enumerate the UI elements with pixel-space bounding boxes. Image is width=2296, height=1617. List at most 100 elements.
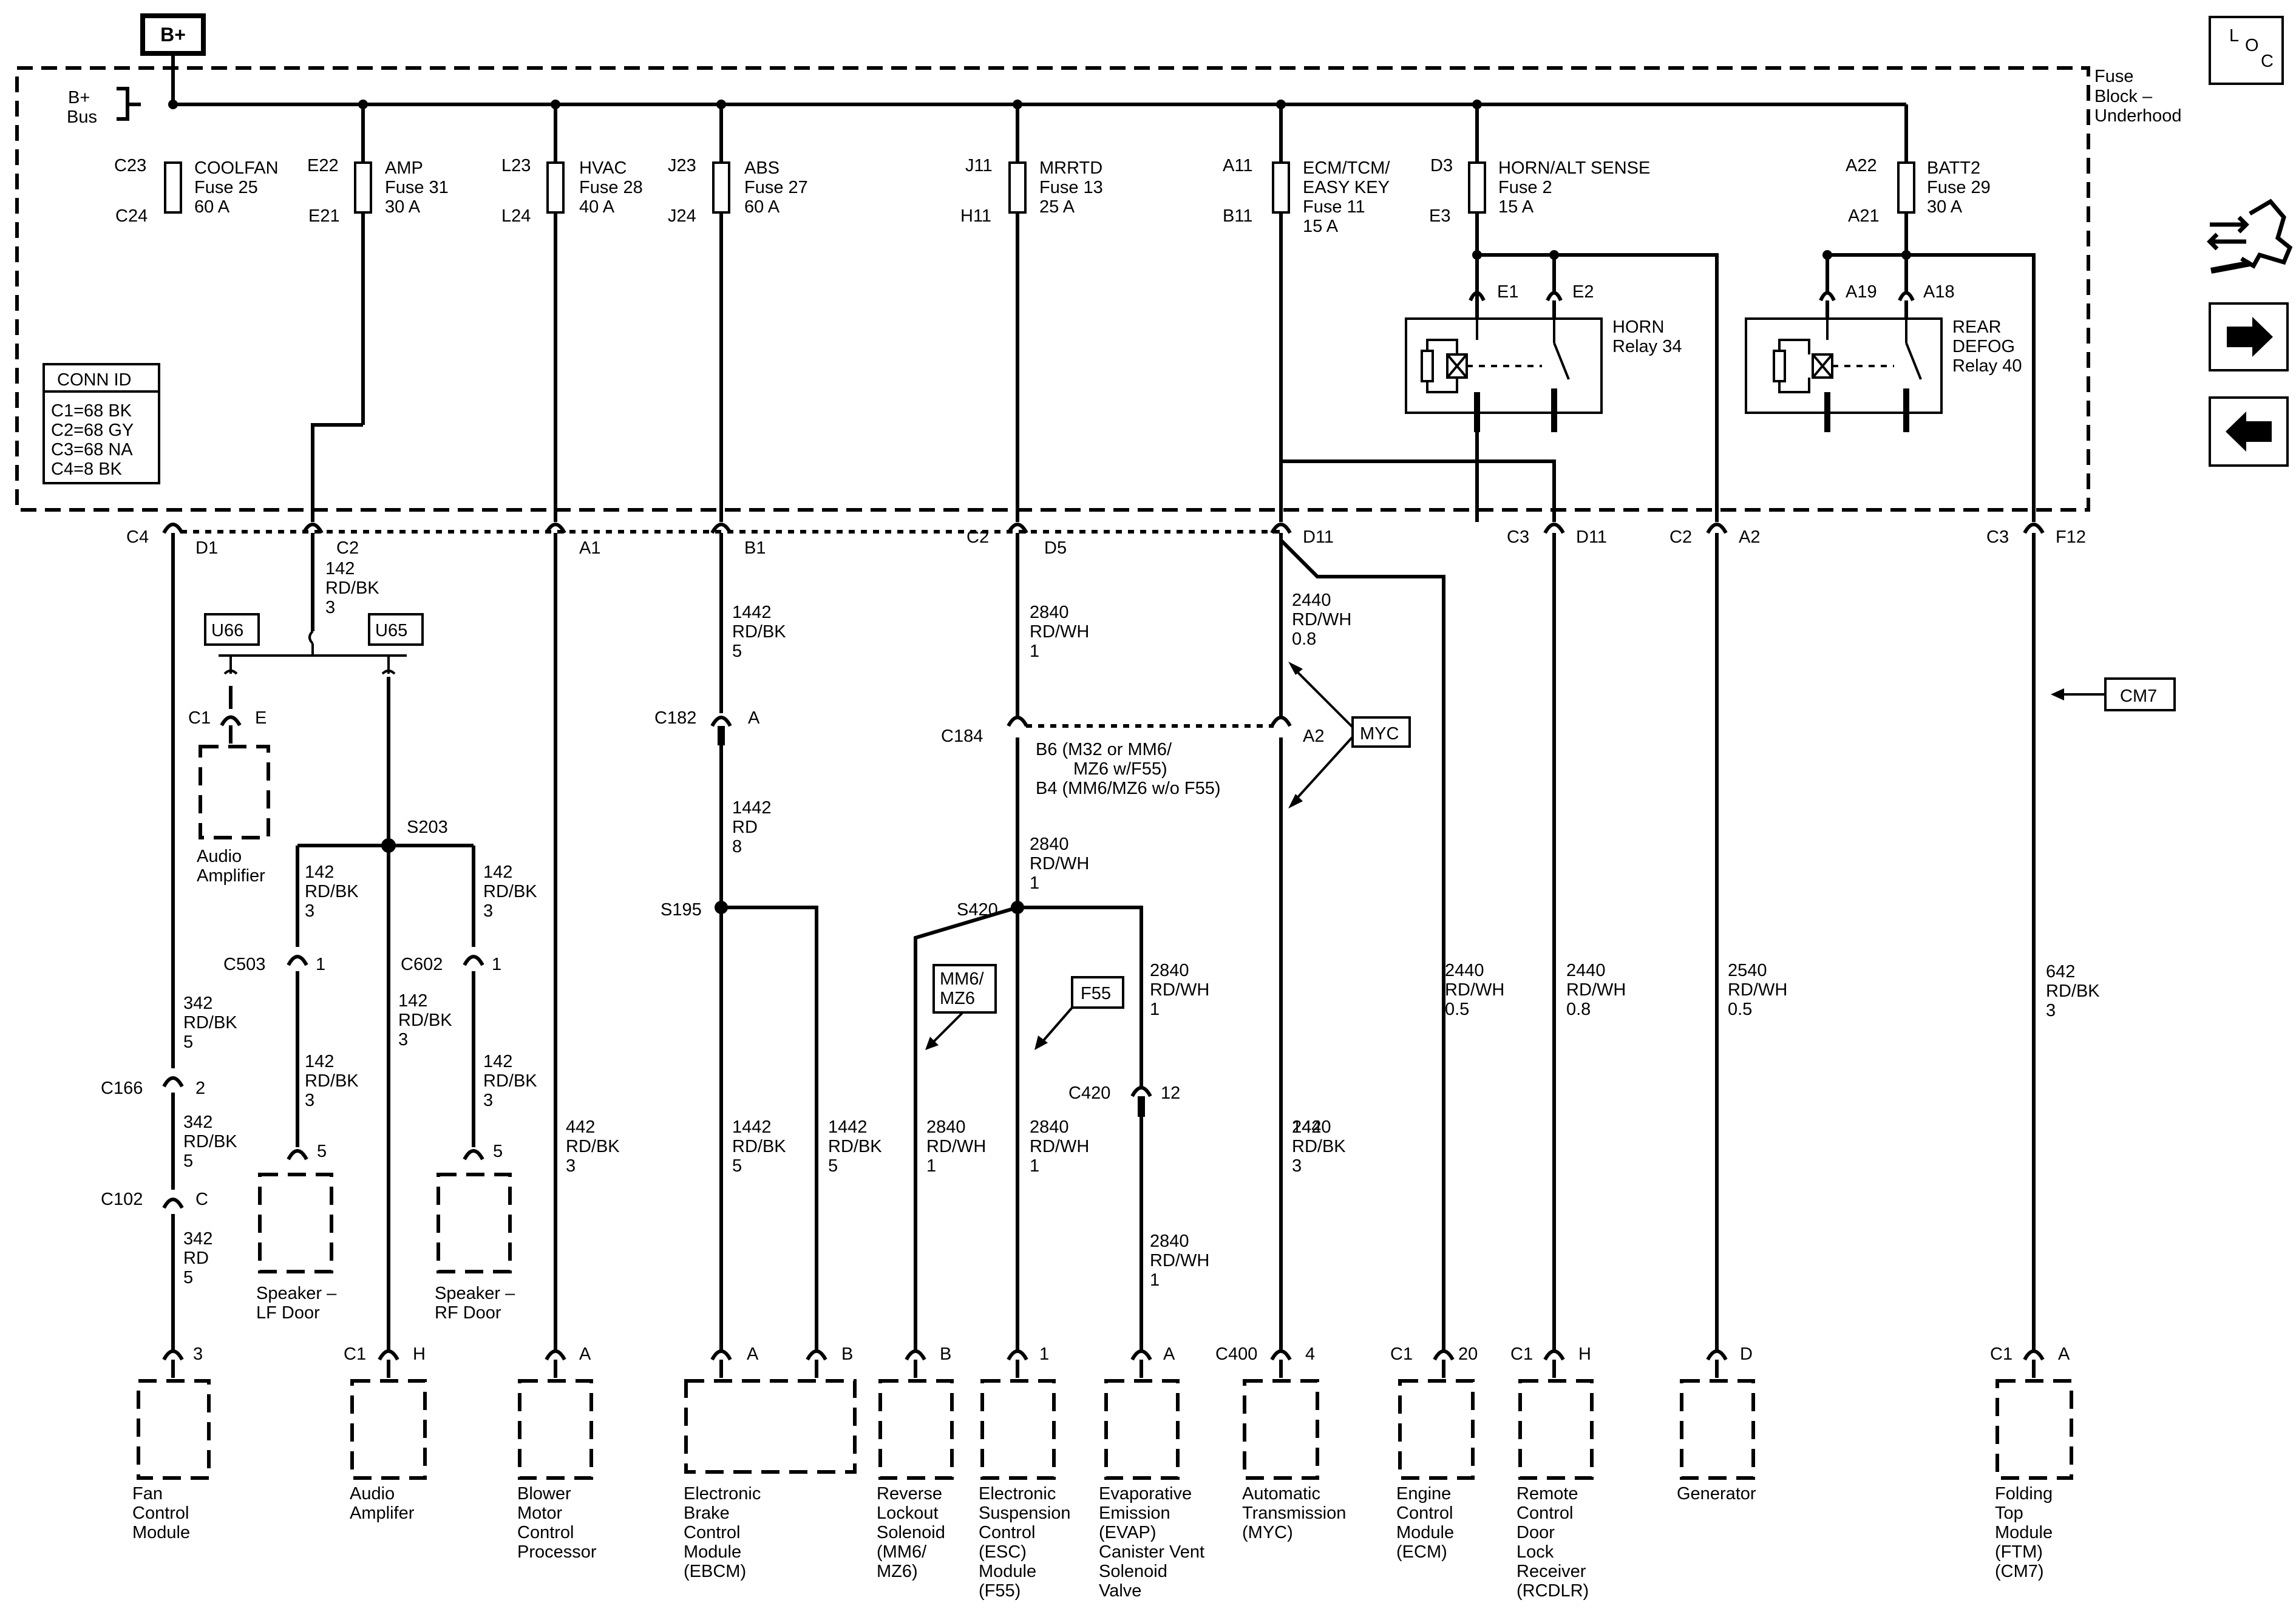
bus-label-1: B+ [68,88,90,107]
conn-d11-ecm: D11 [1303,527,1334,547]
svg-text:(FTM): (FTM) [1995,1542,2043,1562]
svg-text:RD/WH: RD/WH [1030,622,1089,642]
c420-connector [1130,1086,1152,1097]
arrow-left-icon[interactable] [2209,396,2289,467]
c602-pin: 1 [492,955,501,974]
option-myc-label: MYC [1360,724,1399,744]
conn-d11-horn: D11 [1576,527,1607,547]
fuse-ecm-l3: Fuse 11 [1303,197,1365,217]
ebcm-module [684,1379,857,1474]
svg-text:B: B [940,1344,951,1364]
fuse-ecm-bottom: B11 [1223,206,1252,226]
svg-text:Control: Control [979,1523,1036,1542]
fuse-coolfan-bottom: C24 [115,206,148,226]
svg-text:Fan: Fan [132,1484,163,1503]
svg-text:8: 8 [732,837,742,856]
svg-text:642: 642 [2046,962,2075,981]
fuse-batt2-l2: Fuse 29 [1927,178,1991,197]
svg-text:Transmission: Transmission [1242,1503,1346,1523]
speaker-connectors [287,955,484,1161]
fuse-mrrtd-l2: Fuse 13 [1039,178,1103,197]
svg-text:Solenoid: Solenoid [1099,1562,1167,1581]
option-cm7-label: CM7 [2120,686,2157,706]
fuse-block-outline [15,66,2090,512]
svg-text:2840: 2840 [1150,1232,1189,1251]
svg-text:C1: C1 [344,1344,366,1364]
fuse-abs-l1: ABS [744,158,779,178]
svg-text:142: 142 [305,1052,334,1071]
c184-pin-a2: A2 [1303,727,1324,746]
fuse-abs-top: J23 [668,156,696,175]
svg-text:A: A [747,1344,759,1364]
fuse-amp-l1: AMP [385,158,423,178]
svg-text:RD: RD [732,818,758,837]
svg-text:(F55): (F55) [979,1581,1021,1601]
svg-text:2840: 2840 [1150,961,1189,980]
c182-pin: A [748,708,760,728]
fuse-abs-bottom: J24 [668,206,696,226]
fuse-amp-top: E22 [307,156,339,175]
svg-text:RD/BK: RD/BK [183,1013,237,1032]
arrow-right-icon[interactable] [2209,302,2289,371]
svg-text:D: D [1740,1344,1753,1364]
svg-text:(EBCM): (EBCM) [684,1562,746,1581]
svg-text:2440: 2440 [1292,591,1331,610]
c166-pin: 2 [195,1079,205,1098]
svg-text:Module: Module [979,1562,1036,1581]
engine-control-module [1398,1379,1475,1480]
c503-pin: 1 [316,955,325,974]
c503-label: C503 [223,955,265,974]
audio-amplifier-label-2: Amplifier [197,866,265,886]
conn-id-row-1: C1=68 BK [51,401,132,421]
svg-text:Automatic: Automatic [1242,1484,1320,1503]
svg-text:142: 142 [398,991,427,1011]
amp-option-hooks [223,670,396,675]
svg-text:RD/BK: RD/BK [566,1137,620,1156]
conn-c2-gen: C2 [1669,527,1692,547]
svg-text:2840: 2840 [926,1117,966,1137]
loc-o: O [2245,36,2259,55]
fuse-hvac-bottom: L24 [501,206,531,226]
svg-text:RD/BK: RD/BK [483,882,537,901]
wrench-arrows-icon[interactable] [2207,198,2293,274]
svg-text:(ESC): (ESC) [979,1542,1027,1562]
svg-text:1: 1 [1030,873,1039,893]
svg-text:142: 142 [1292,1117,1321,1137]
svg-text:2440: 2440 [1292,1117,1331,1137]
c420-pin: 12 [1161,1083,1180,1103]
conn-id-box [42,363,160,484]
svg-text:RD/BK: RD/BK [2046,981,2100,1001]
splice-s420-label: S420 [957,900,998,920]
generator [1680,1379,1755,1480]
conn-c2-mrrtd: C2 [966,527,989,547]
c182-label: C182 [654,708,696,728]
defog-relay-label-2: DEFOG [1952,337,2015,356]
svg-text:RD/WH: RD/WH [1030,1137,1089,1156]
svg-text:Brake: Brake [684,1503,730,1523]
svg-text:342: 342 [183,1229,212,1249]
option-myc [1351,716,1411,748]
svg-text:A: A [579,1344,591,1364]
c420-label: C420 [1068,1083,1110,1103]
conn-a2-gen: A2 [1739,527,1760,547]
svg-text:0.8: 0.8 [1292,629,1316,649]
conn-id-title: CONN ID [57,370,131,390]
svg-text:Evaporative: Evaporative [1099,1484,1192,1503]
svg-text:2840: 2840 [1030,1117,1069,1137]
fuse-block-title-3: Underhood [2094,106,2182,126]
option-mm6-label-2: MZ6 [940,989,975,1008]
fuse-hvac-l2: Fuse 28 [579,178,643,197]
option-mm6-label-1: MM6/ [940,969,984,989]
blower-motor-processor [518,1379,593,1480]
horn-relay [1405,291,1603,432]
svg-text:3: 3 [325,598,335,617]
svg-text:1442: 1442 [828,1117,868,1137]
svg-text:RD/WH: RD/WH [1292,610,1351,629]
svg-text:RD/WH: RD/WH [1150,1251,1209,1270]
svg-text:A: A [1163,1344,1175,1364]
svg-text:Door: Door [1517,1523,1555,1542]
defog-relay-label-3: Relay 40 [1952,356,2022,376]
svg-text:Top: Top [1995,1503,2023,1523]
power-label: B+ [160,24,186,46]
svg-text:Motor: Motor [517,1503,562,1523]
